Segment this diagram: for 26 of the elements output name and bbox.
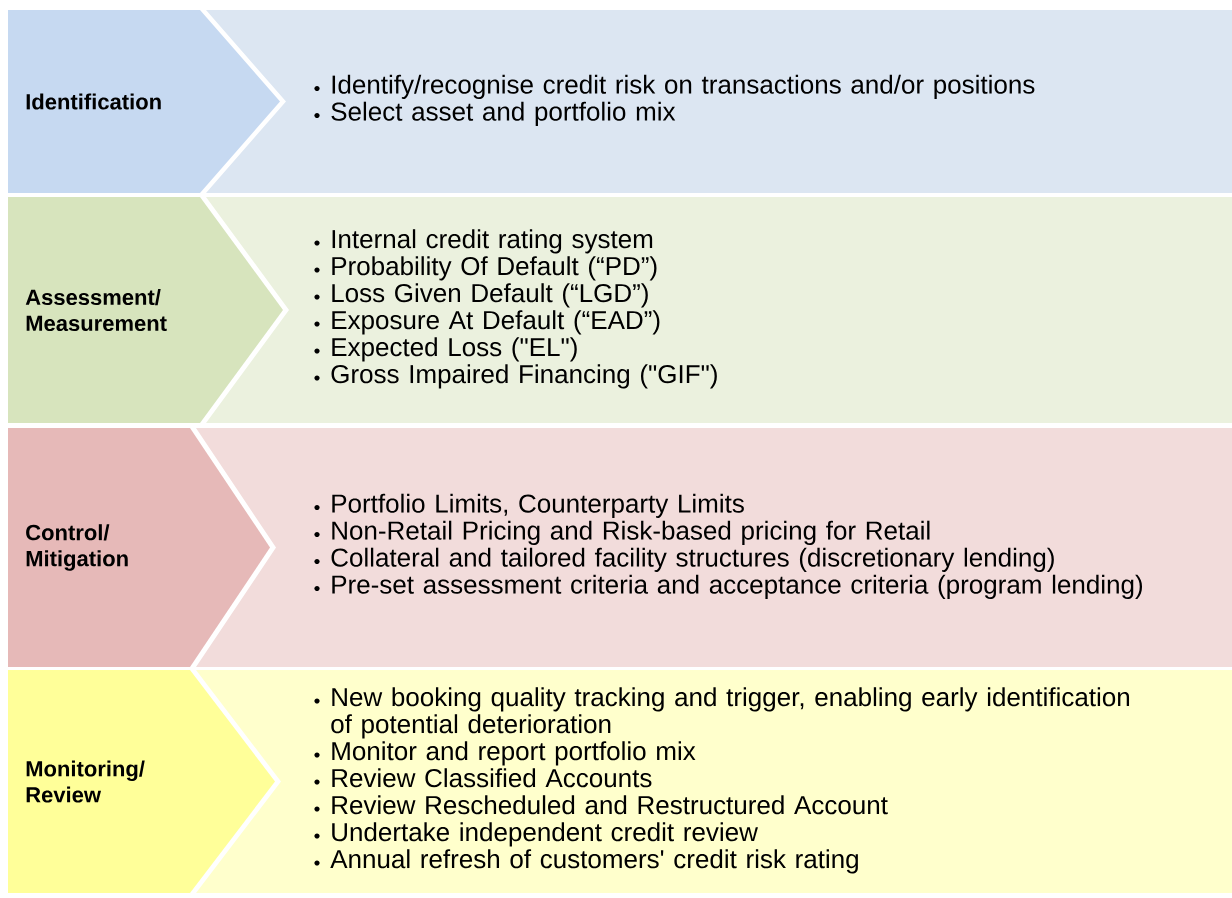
bullet-item: Undertake independent credit review <box>314 822 758 847</box>
bullet-item: Identify/recognise credit risk on transactions and/or positions <box>314 74 1035 99</box>
bullet-item: Internal credit rating system <box>314 229 653 254</box>
bullet-item: Annual refresh of customers' credit risk rating <box>314 849 858 874</box>
bullet-item: Exposure At Default (“EAD”) <box>314 310 660 335</box>
bullet-item: Review Classified Accounts <box>314 768 652 788</box>
bullet-item: Gross Impaired Financing ("GIF") <box>314 364 717 389</box>
band <box>196 428 1232 667</box>
band <box>196 670 1232 893</box>
bullet-item: Monitor and report portfolio mix <box>314 741 696 766</box>
bullet-item: Collateral and tailored facility structures (discretionary lending) <box>314 547 1054 572</box>
heading-panel: Assessment/ Measurement <box>8 197 283 423</box>
bullet-item: Portfolio Limits, Counterparty Limits <box>314 493 744 518</box>
bullet-item: Expected Loss ("EL") <box>314 337 577 362</box>
bullet-item: Probability Of Default (“PD”) <box>314 256 657 281</box>
band <box>206 10 1232 193</box>
bullet-item: Review Rescheduled and Restructured Account <box>314 795 888 815</box>
heading-panel: Control/ Mitigation <box>8 428 270 667</box>
bullet-item: Pre-set assessment criteria and acceptance criteria (program lending) <box>314 574 1142 599</box>
heading-panel: Monitoring/ Review <box>8 670 275 893</box>
heading-panel: Identification <box>8 10 280 193</box>
bullet-item: Loss Given Default (“LGD”) <box>314 283 648 308</box>
bullet-item: Non-Retail Pricing and Risk-based pricing for Retail <box>314 520 930 545</box>
bullet-item: Select asset and portfolio mix <box>314 101 676 126</box>
band <box>206 197 1232 423</box>
bullet-item: New booking quality tracking and trigger, enabling early identification of potential deterioration <box>314 687 1130 739</box>
